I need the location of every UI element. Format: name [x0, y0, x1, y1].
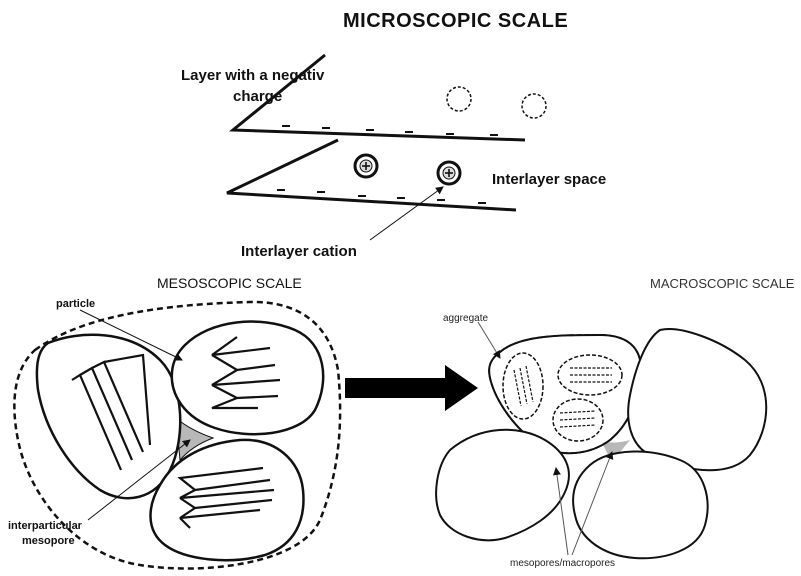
particle-left — [37, 335, 180, 498]
exchangeable-site-1 — [447, 87, 471, 111]
cation-pointer — [370, 187, 443, 240]
macro-particle-bottom-left — [436, 430, 569, 540]
aggregate-pointer — [478, 322, 500, 358]
macro-particle-bottom-right — [573, 452, 707, 559]
exchangeable-site-2 — [522, 94, 546, 118]
scale-transition-arrow — [345, 365, 478, 411]
macro-particle-right — [628, 329, 766, 470]
particle-top-right — [172, 322, 323, 435]
top-clay-layer — [233, 55, 525, 140]
cation-2 — [438, 162, 460, 184]
cation-1 — [355, 155, 377, 177]
